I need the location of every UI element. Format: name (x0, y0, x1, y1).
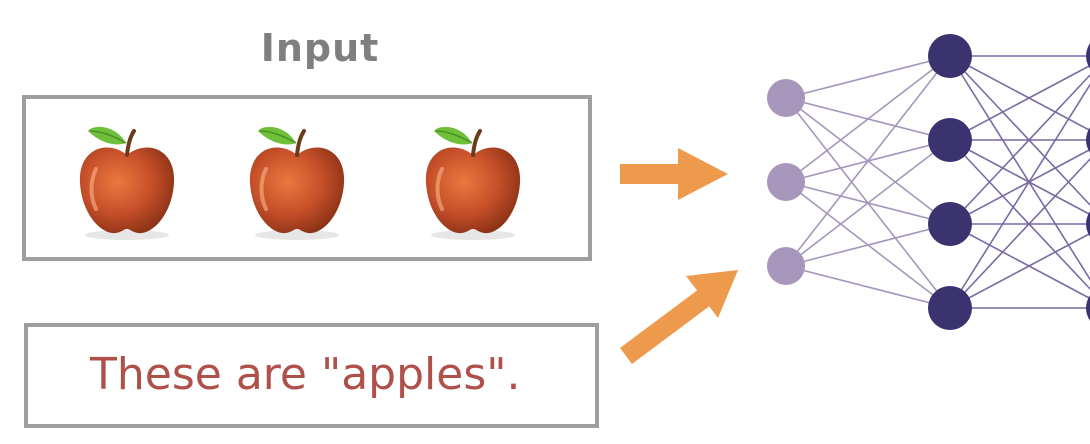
input-title: Input (260, 26, 380, 70)
neural-network (767, 34, 1090, 330)
caption-box: These are "apples". (24, 323, 599, 428)
network-edge (785, 55, 951, 183)
network-edge (949, 83, 1090, 309)
network-edge (785, 55, 951, 99)
arrow-right-icon (620, 148, 728, 200)
hidden-node (1086, 295, 1090, 321)
hidden-node (928, 118, 972, 162)
arrow-diagonal-icon (620, 270, 738, 365)
hidden-node (928, 34, 972, 78)
hidden-node (928, 286, 972, 330)
hidden-node (1086, 127, 1090, 153)
network-edge (785, 265, 951, 309)
network-edge (949, 157, 1090, 309)
apple-icon (249, 126, 345, 240)
network-edge (785, 223, 951, 267)
network-edges (785, 55, 1090, 309)
apple-icon (425, 126, 521, 240)
apple-icon (79, 126, 175, 240)
image-box (22, 95, 592, 261)
hidden-node (928, 202, 972, 246)
input-node (767, 163, 805, 201)
input-node (767, 79, 805, 117)
hidden-node (1086, 43, 1090, 69)
network-nodes (767, 34, 1090, 330)
network-edge (949, 232, 1090, 309)
hidden-node (1086, 211, 1090, 237)
input-node (767, 247, 805, 285)
network-edge (785, 139, 951, 267)
network-edge (949, 73, 1090, 225)
network-edge (785, 55, 951, 267)
caption-text: These are "apples". (90, 349, 521, 400)
network-edge (949, 64, 1090, 141)
